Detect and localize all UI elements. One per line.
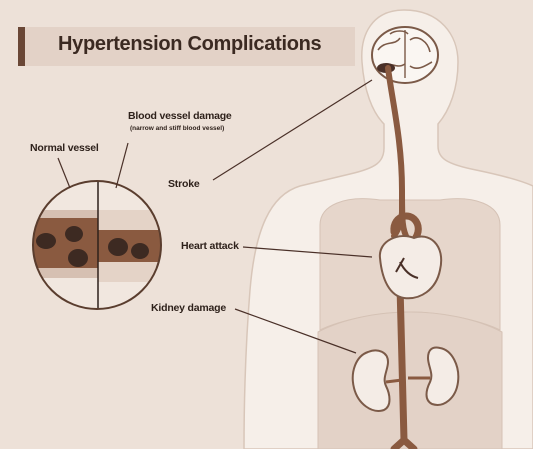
aorta [390,282,418,449]
normal-vessel-label: Normal vessel [30,142,99,154]
blood-cell [108,238,128,256]
normal-vessel-pointer [57,157,71,189]
heart-attack-pointer [242,246,373,258]
kidney-damage-pointer [234,308,357,354]
blood-vessel-damage-sublabel: (narrow and stiff blood vessel) [130,125,225,132]
damaged-vessel-pointer [115,142,129,189]
blood-cell [36,233,56,249]
heart-icon [378,235,443,300]
right-kidney-icon [408,346,460,406]
heart-attack-label: Heart attack [181,240,239,252]
abdomen [317,311,503,449]
blood-cell [65,226,83,242]
blood-vessel-damage-label: Blood vessel damage [128,110,232,122]
stroke-label: Stroke [168,178,200,190]
brain-icon [371,26,439,84]
blood-cell [68,249,88,267]
page-title: Hypertension Complications [58,33,322,55]
left-kidney-icon [351,349,403,412]
vessel-cross-section [32,180,162,310]
stroke-pointer [212,79,373,181]
blood-cell [131,243,149,259]
title-band [18,27,355,66]
kidney-damage-label: Kidney damage [151,302,227,314]
